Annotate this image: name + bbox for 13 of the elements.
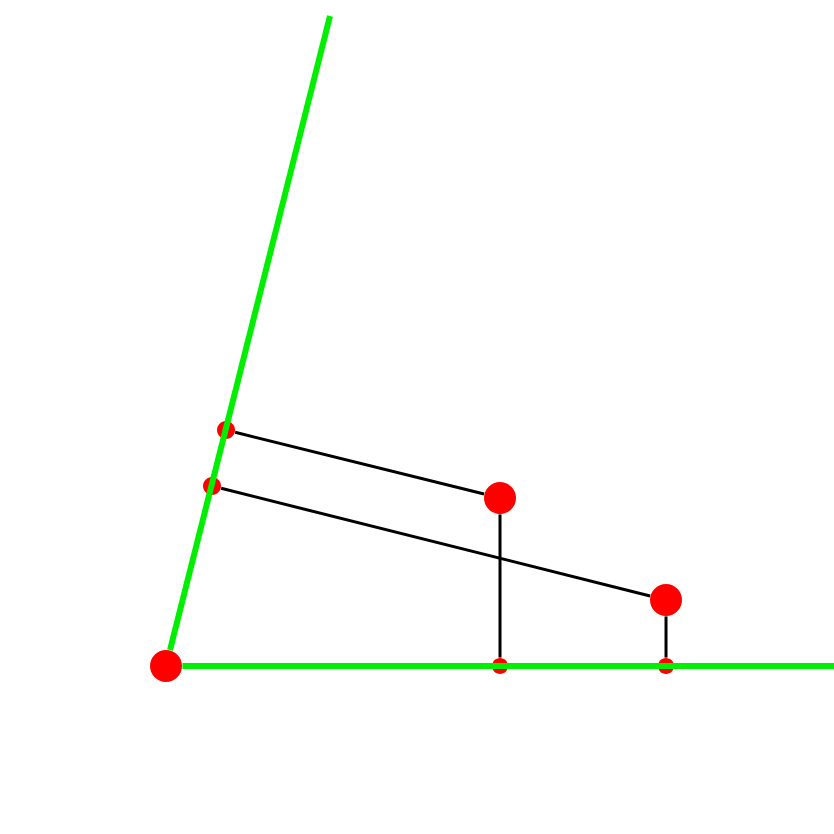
point-dot bbox=[150, 650, 182, 682]
point-dot bbox=[650, 584, 682, 616]
line-segment bbox=[220, 486, 651, 598]
point-dot bbox=[484, 482, 516, 514]
line-segment bbox=[664, 616, 668, 658]
ray-line bbox=[167, 15, 333, 651]
line-segment bbox=[234, 430, 485, 496]
ray-line bbox=[182, 663, 834, 669]
point-dot bbox=[658, 658, 674, 674]
line-segment bbox=[498, 514, 502, 658]
point-dot bbox=[203, 477, 221, 495]
point-dot bbox=[217, 421, 235, 439]
point-dot bbox=[492, 658, 508, 674]
